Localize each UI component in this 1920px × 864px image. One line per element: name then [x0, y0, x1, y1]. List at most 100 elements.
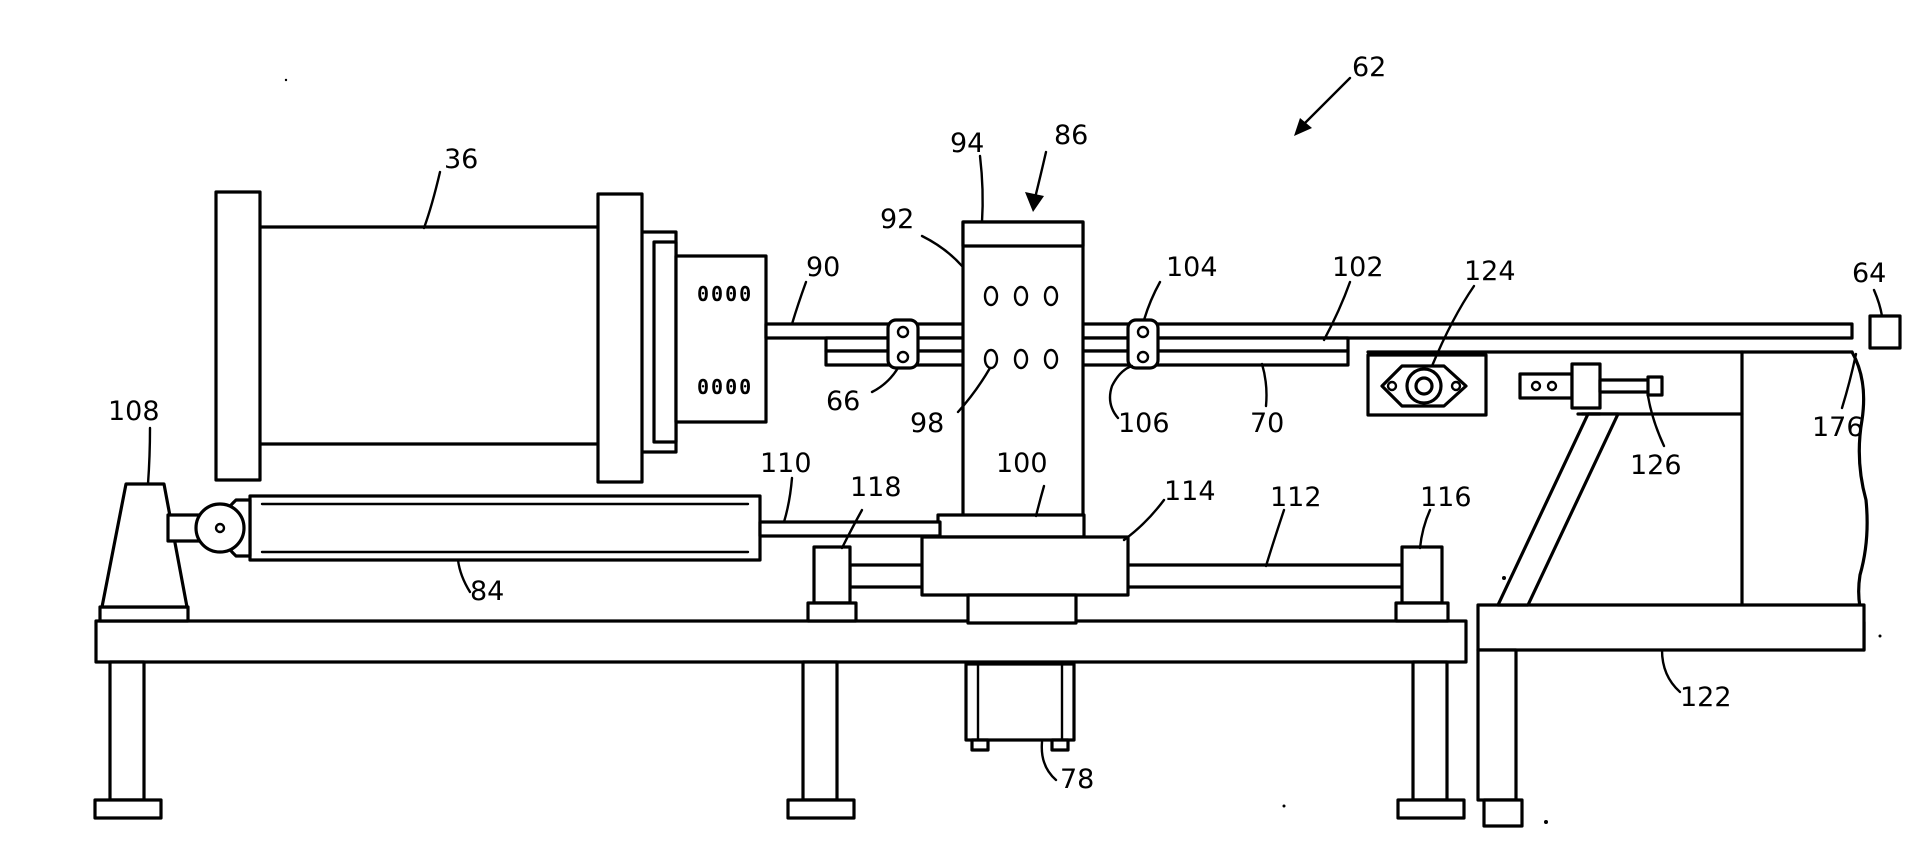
leader-92	[922, 236, 962, 266]
motor-78	[966, 664, 1074, 750]
base-table-top	[96, 621, 1466, 662]
speck	[1502, 576, 1506, 580]
base-foot-middle	[788, 800, 854, 818]
pedestal-108	[100, 484, 188, 621]
leader-116	[1420, 510, 1430, 548]
cylinder-84-barrel	[250, 496, 760, 560]
speck	[1879, 635, 1882, 638]
support-block	[1402, 547, 1442, 603]
leader-36	[424, 172, 440, 228]
motor-foot	[972, 740, 988, 750]
ref-66: 66	[826, 386, 860, 417]
leader-112	[1266, 510, 1284, 566]
end-block-64	[1870, 316, 1900, 348]
ref-78: 78	[1060, 764, 1094, 795]
ref-122: 122	[1680, 682, 1732, 713]
leader-64	[1874, 290, 1882, 316]
motor-body	[966, 664, 1074, 740]
leader-176	[1842, 354, 1856, 408]
clamp-66	[888, 320, 918, 368]
ref-92: 92	[880, 204, 914, 235]
cylinder-end-flange-right	[598, 194, 642, 482]
ref-112: 112	[1270, 482, 1322, 513]
cylinder-collar-3	[654, 242, 676, 442]
support-foot	[1396, 603, 1448, 621]
ref-98: 98	[910, 408, 944, 439]
base-leg-right	[1413, 662, 1447, 800]
carriage-86	[938, 222, 1084, 537]
stop-body	[1520, 374, 1572, 398]
ref-104: 104	[1166, 252, 1218, 283]
leader-122	[1662, 650, 1680, 692]
frame-lower-foot	[1484, 800, 1522, 826]
clamp-104	[1128, 320, 1158, 368]
guide-rod-90	[766, 324, 1852, 338]
stop-bracket	[1572, 364, 1600, 408]
ref-118: 118	[850, 472, 902, 503]
carriage-base-100	[938, 515, 1084, 537]
speck	[285, 79, 287, 81]
leader-62	[1300, 78, 1350, 128]
stop-126	[1520, 364, 1662, 408]
support-116	[1396, 547, 1448, 621]
leader-108	[148, 428, 150, 484]
stop-tip	[1648, 377, 1662, 395]
leader-84	[458, 560, 470, 592]
base-leg-left	[110, 662, 144, 800]
ref-36: 36	[444, 144, 478, 175]
ref-94: 94	[950, 128, 984, 159]
valve-ports-upper: 0000	[697, 282, 753, 306]
support-118	[808, 547, 856, 621]
support-foot	[808, 603, 856, 621]
ref-176: 176	[1812, 412, 1864, 443]
frame-lower-leg	[1478, 650, 1516, 800]
cylinder-end-flange-left	[216, 192, 260, 480]
pedestal-body	[102, 484, 187, 607]
mount-124	[1368, 355, 1486, 415]
ref-70: 70	[1250, 408, 1284, 439]
ref-62: 62	[1352, 52, 1386, 83]
leader-126	[1648, 396, 1664, 446]
slide-assembly	[808, 537, 1448, 623]
mount-bore	[1416, 378, 1432, 394]
ref-106: 106	[1118, 408, 1170, 439]
pedestal-base	[100, 607, 188, 621]
leader-110	[784, 478, 792, 522]
slide-block-114	[922, 537, 1128, 595]
ref-64: 64	[1852, 258, 1886, 289]
cylinder-barrel	[258, 227, 606, 444]
speck	[1283, 805, 1286, 808]
ref-108: 108	[108, 396, 160, 427]
arrowhead-86	[1025, 192, 1044, 212]
valve-ports-lower: 0000	[697, 375, 753, 399]
ref-116: 116	[1420, 482, 1472, 513]
ref-90: 90	[806, 252, 840, 283]
ref-100: 100	[996, 448, 1048, 479]
ref-84: 84	[470, 576, 504, 607]
cylinder-84-eye	[196, 504, 244, 552]
base-foot-left	[95, 800, 161, 818]
frame-lower-beam	[1478, 605, 1864, 650]
ref-124: 124	[1464, 256, 1516, 287]
ref-102: 102	[1332, 252, 1384, 283]
slide-block-neck	[968, 595, 1076, 623]
leader-90	[792, 282, 806, 324]
ref-126: 126	[1630, 450, 1682, 481]
leader-70	[1262, 364, 1267, 406]
leader-94	[980, 156, 983, 222]
frame-diagonal-brace	[1498, 414, 1618, 605]
leader-114	[1124, 500, 1164, 540]
cylinder-36: 0000 0000	[216, 192, 766, 482]
leader-104	[1144, 282, 1160, 320]
speck	[1544, 820, 1548, 824]
arrowhead-62	[1294, 118, 1312, 136]
carriage-cap-94	[963, 222, 1083, 246]
base-foot-right	[1398, 800, 1464, 818]
support-block	[814, 547, 850, 603]
leader-66	[872, 368, 898, 392]
motor-foot	[1052, 740, 1068, 750]
ref-114: 114	[1164, 476, 1216, 507]
base-frame	[95, 621, 1466, 818]
base-leg-middle	[803, 662, 837, 800]
